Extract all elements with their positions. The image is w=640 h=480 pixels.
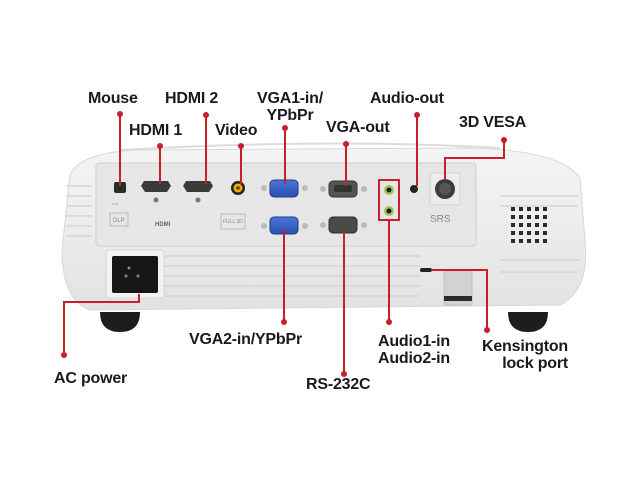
label-kensington: Kensington lock port	[482, 338, 568, 372]
label-hdmi2: HDMI 2	[165, 90, 219, 107]
label-video: Video	[215, 122, 258, 139]
label-audio-in: Audio1-in Audio2-in	[378, 333, 450, 367]
foot-left	[100, 312, 140, 332]
svg-text:USB: USB	[112, 202, 118, 206]
foot-right	[508, 312, 548, 332]
dlp-logo: DLP	[113, 218, 125, 224]
label-vga2: VGA2-in/YPbPr	[189, 331, 302, 348]
speaker-grille	[511, 207, 547, 243]
hdmi-logo: HDMI	[155, 222, 171, 228]
housing-ribs	[66, 185, 580, 297]
ac-power-callout-line	[63, 294, 140, 355]
ac-power-socket	[112, 256, 158, 293]
label-hdmi1: HDMI 1	[129, 122, 183, 139]
mouse-port	[114, 182, 126, 193]
label-kensington-line1: Kensington	[482, 338, 568, 355]
label-mouse: Mouse	[88, 90, 138, 107]
label-audio2-in: Audio2-in	[378, 350, 450, 367]
label-ac-power: AC power	[54, 370, 128, 387]
hdmi1-port	[141, 181, 171, 192]
vesa-3d-callout-line	[444, 140, 505, 180]
label-vga-out: VGA-out	[326, 119, 390, 136]
label-kensington-line2: lock port	[502, 355, 568, 372]
kensington-slot	[420, 268, 432, 272]
label-rs232c: RS-232C	[306, 376, 371, 393]
label-vga1: VGA1-in/ YPbPr	[244, 90, 336, 124]
audio-out-port	[410, 185, 418, 193]
label-vga1-line1: VGA1-in/	[257, 90, 323, 107]
audio-in-bracket	[378, 179, 400, 221]
full3d-logo: FULL 3D	[223, 219, 243, 225]
kensington-callout-line	[431, 269, 488, 330]
label-audio-out: Audio-out	[370, 90, 444, 107]
label-vga1-line2: YPbPr	[266, 107, 314, 124]
callout-dots	[61, 111, 507, 377]
label-3d-vesa: 3D VESA	[459, 114, 527, 131]
srs-logo: SRS	[430, 214, 451, 225]
label-audio1-in: Audio1-in	[378, 333, 450, 350]
